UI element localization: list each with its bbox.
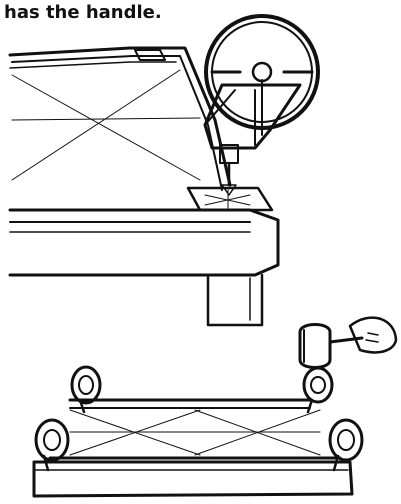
base-frame: [32, 398, 354, 498]
caption-text: has the handle.: [4, 2, 162, 23]
table-frame-top: [8, 46, 280, 277]
hand-icon: [348, 316, 398, 354]
caster-wheel-icon: [34, 365, 364, 472]
press-body: [203, 79, 302, 196]
table-leg-post: [206, 273, 264, 327]
mallet-icon: [298, 316, 398, 369]
